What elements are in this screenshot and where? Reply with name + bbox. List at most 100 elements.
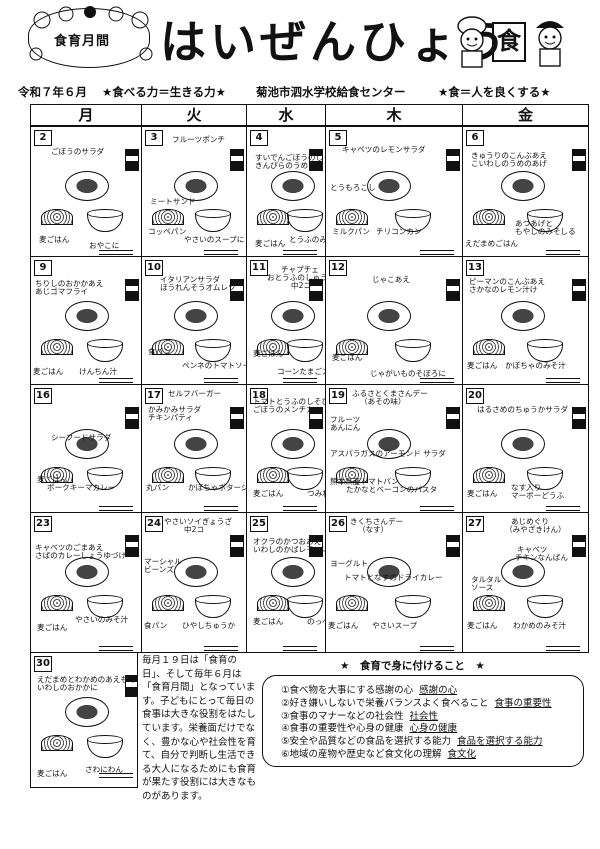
chopsticks-icon (420, 378, 454, 383)
menu-item-label: かぼちゃのみそ汁 (505, 361, 566, 370)
center-name: 菊池市泗水学校給食センター (256, 85, 406, 99)
date-number: 25 (250, 516, 268, 532)
menu-item-label: ソース (471, 583, 494, 592)
message-line: 日」、そして毎年６月は (142, 668, 242, 680)
milk-carton-icon (230, 535, 244, 557)
chopsticks-icon (204, 250, 238, 255)
menu-item-label: キャベツのレモンサラダ (342, 145, 426, 154)
menu-item-label: 丸パン (146, 483, 170, 492)
menu-item-label: チキンなんばん (515, 553, 568, 562)
menu-item-label: 中2コ (184, 525, 205, 534)
menu-item-label: ヨーグルト (330, 559, 368, 568)
day-cell: 18トマトとうふのしそひじきあえごぼうのメンチカツ麦ごはんつみれ汁 (246, 384, 326, 513)
subheader: 令和７年６月 ★食べる力＝生きる力★ 菊池市泗水学校給食センター ★食＝人を良く… (18, 84, 588, 102)
side-dish-plate-icon (367, 301, 411, 331)
chopsticks-icon (420, 646, 454, 651)
menu-item-label: コーンたまごスープ (277, 367, 325, 376)
side-dish-plate-icon (271, 301, 315, 331)
soup-bowl-icon (395, 595, 431, 618)
menu-item-label: ちりしのおかかあえ (35, 279, 104, 288)
menu-item-label: えだまめごはん (465, 239, 519, 248)
goal-keyword: 食文化 (447, 748, 477, 760)
menu-item-label: キャベツのごまあえ (35, 543, 104, 552)
menu-item-label: ごぼうのサラダ (51, 147, 105, 156)
rice-bowl-icon (41, 339, 73, 355)
menu-item-label: やさいのスープに (184, 235, 245, 244)
milk-carton-icon (446, 279, 460, 301)
chopsticks-icon (546, 250, 580, 255)
milk-carton-icon (446, 149, 460, 171)
side-dish-plate-icon (65, 697, 109, 727)
menu-item-label: （みやざきけん） (505, 525, 566, 534)
weekday-header: 月 (30, 104, 142, 126)
menu-item-label: ピーマンのこんぶあえ (469, 277, 545, 286)
rice-bowl-icon (473, 339, 505, 355)
goal-item: ⑥地域の産物や歴史など食文化の理解食文化 (281, 749, 583, 762)
menu-item-label: 麦ごはん (37, 769, 68, 778)
goal-keyword: 感謝の心 (419, 685, 458, 696)
date-number: 5 (329, 130, 347, 146)
soup-bowl-icon (195, 595, 231, 618)
menu-item-label: （なす） (358, 525, 389, 534)
date-number: 26 (329, 516, 347, 532)
date-number: 19 (329, 388, 347, 404)
rice-bowl-icon (41, 209, 73, 225)
date-number: 16 (34, 388, 52, 404)
chopsticks-icon (204, 506, 238, 511)
menu-item-label: 麦ごはん (253, 489, 284, 498)
rice-bowl-icon (336, 595, 368, 611)
menu-item-label: イタリアンサラダ (160, 275, 221, 284)
rice-bowl-icon (473, 467, 505, 483)
chopsticks-icon (204, 646, 238, 651)
soup-bowl-icon (87, 209, 123, 232)
date-number: 10 (145, 260, 163, 276)
month-label: 令和７年６月 (18, 85, 87, 99)
slogan-left: ★食べる力＝生きる力★ (102, 85, 226, 99)
chopsticks-icon (546, 646, 580, 651)
menu-item-label: タルタル (471, 575, 502, 584)
menu-item-label: ミルクパン (332, 227, 370, 236)
side-dish-plate-icon (501, 557, 545, 587)
menu-item-label: ふるさとくまさんデー (352, 389, 428, 398)
goal-item: ②好き嫌いしないで栄養バランスよく食べること食事の重要性 (281, 698, 583, 711)
milk-carton-icon (125, 407, 139, 429)
menu-item-label: こいわしのうめのあげ (471, 159, 547, 168)
menu-item-label: 麦ごはん (37, 475, 68, 484)
chef-character-icon (457, 16, 487, 68)
message-line: く、豊かな心や社会性を育 (142, 736, 257, 748)
rice-bowl-icon (41, 735, 73, 751)
menu-item-label: あんにん (330, 423, 361, 432)
menu-item-label: ミートサンド (150, 197, 196, 206)
side-dish-plate-icon (271, 171, 315, 201)
chopsticks-icon (546, 378, 580, 383)
menu-item-label: いわしのかばレモンに (253, 545, 325, 554)
menu-item-label: チャプチェ (281, 265, 319, 274)
menu-item-label: チリコンカン (376, 227, 422, 236)
date-number: 20 (466, 388, 484, 404)
menu-item-label: マーボーどうふ (511, 491, 565, 500)
rice-bowl-icon (257, 467, 289, 483)
weekday-header: 金 (462, 104, 589, 126)
menu-item-label: きくちさんデー (350, 517, 404, 526)
menu-item-label: えだまめとわかめのあえもの (37, 675, 136, 684)
character-icon (536, 21, 564, 67)
day-cell: 17セルフバーガーかみかみサラダチキンパティ丸パンかぼちゃポタージュ (141, 384, 247, 513)
menu-item-label: あじめぐり (511, 517, 549, 526)
side-dish-plate-icon (174, 557, 218, 587)
menu-item-label: いわしのおかかに (37, 683, 98, 692)
menu-item-label: マーシャル (144, 557, 182, 566)
goal-text: ⑤安全や品質などの食品を選択する能力 (281, 736, 452, 748)
side-dish-plate-icon (367, 171, 411, 201)
chopsticks-icon (99, 250, 133, 255)
goal-item: ①食べ物を大事にする感謝の心感謝の心 (281, 685, 583, 698)
menu-item-label: ごぼうのメンチカツ (253, 405, 322, 414)
menu-item-label: アスパラガスのアーモンド サラダ (330, 449, 446, 458)
chopsticks-icon (420, 250, 454, 255)
menu-item-label: かみかみサラダ (148, 405, 202, 414)
